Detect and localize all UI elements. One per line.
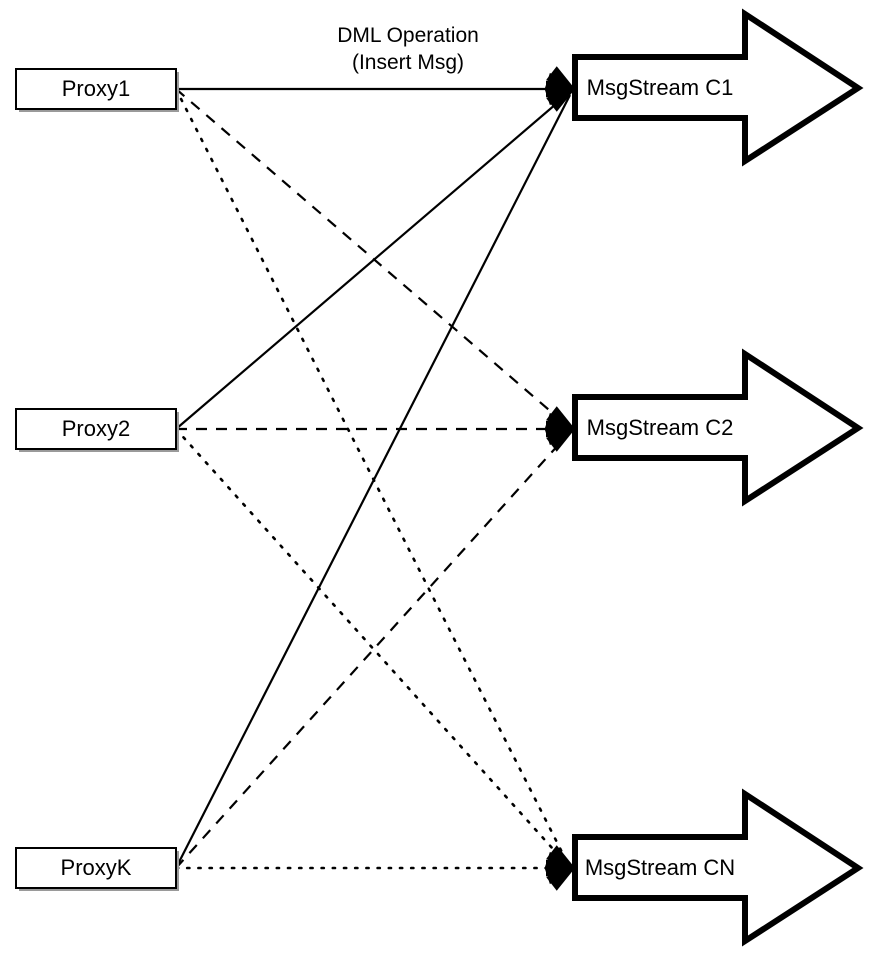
- arrowhead-wedge: [544, 88, 575, 106]
- arrowhead-wedge: [544, 428, 575, 446]
- edge-label-line-1: DML Operation: [337, 24, 479, 47]
- proxy-label: Proxy2: [62, 416, 130, 441]
- arrowhead-wedge: [544, 72, 575, 90]
- edge-label-line-2: (Insert Msg): [352, 51, 464, 74]
- connection-p1-cn: [174, 87, 572, 870]
- msgstream-label: MsgStream C2: [587, 415, 734, 440]
- arrowhead-head-cn: [544, 845, 575, 891]
- msgstream-label: MsgStream C1: [587, 75, 734, 100]
- connection-p1-c2: [175, 88, 571, 429]
- arrowhead-wedge: [546, 406, 575, 429]
- proxy-box-rect[interactable]: [15, 68, 177, 110]
- arrowhead-wedge: [546, 89, 575, 112]
- arrowhead-wedge: [546, 868, 575, 891]
- proxy-node-proxy2[interactable]: Proxy2: [15, 408, 179, 452]
- proxy-node-proxy1[interactable]: Proxy1: [15, 68, 179, 112]
- msgstream-arrow-shape[interactable]: [572, 788, 864, 947]
- arrowhead-wedge: [546, 66, 575, 89]
- proxy-box-rect[interactable]: [15, 847, 177, 889]
- arrowhead-wedge: [546, 429, 575, 452]
- connection-p2-c1: [175, 91, 571, 430]
- connection-pk-c1: [175, 94, 571, 869]
- connection-p2-cn: [174, 427, 572, 870]
- proxy-box-rect[interactable]: [15, 408, 177, 450]
- proxy-label: Proxy1: [62, 76, 130, 101]
- arrowhead-wedge: [544, 412, 575, 430]
- proxy-node-proxyK[interactable]: ProxyK: [15, 847, 179, 891]
- arrowhead-wedge: [544, 851, 575, 869]
- arrowhead-wedge: [546, 845, 575, 868]
- msgstream-arrow-shape[interactable]: [572, 348, 864, 507]
- msgstream-arrow-shape[interactable]: [572, 8, 864, 167]
- connection-pk-c2: [175, 431, 571, 869]
- proxy-label: ProxyK: [61, 855, 132, 880]
- arrowheads-group: [544, 66, 575, 891]
- msgstream-nodes-group: MsgStream C1 MsgStream C2 MsgStream CN: [572, 8, 864, 947]
- msgstream-node-streamC1[interactable]: MsgStream C1: [572, 8, 864, 167]
- edge-label-dml-operation: DML Operation (Insert Msg): [337, 24, 479, 74]
- arrowhead-head-c2: [544, 406, 575, 452]
- arrowhead-wedge: [544, 867, 575, 885]
- connection-lines-group: [174, 87, 572, 870]
- msgstream-label: MsgStream CN: [585, 855, 735, 880]
- msgstream-node-streamC2[interactable]: MsgStream C2: [572, 348, 864, 507]
- arrowhead-head-c1: [544, 66, 575, 112]
- msgstream-node-streamCN[interactable]: MsgStream CN: [572, 788, 864, 947]
